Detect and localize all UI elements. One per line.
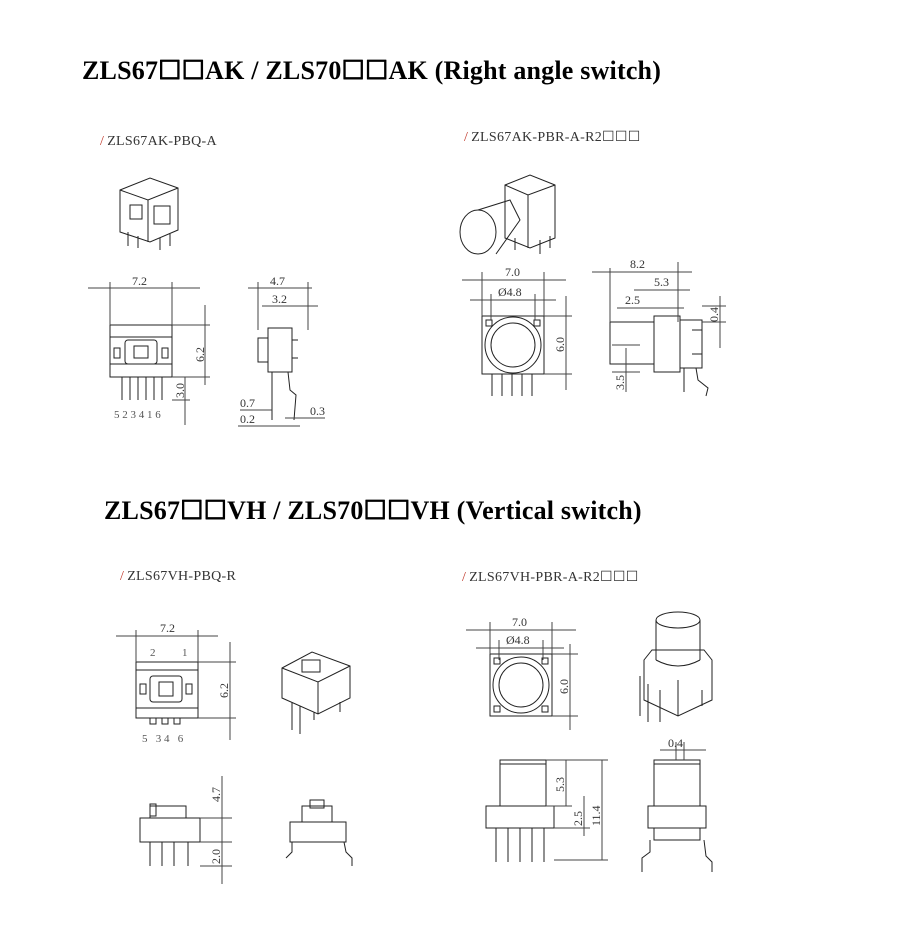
- side-view-vh-small: [139, 803, 201, 866]
- dim-7-0-ak: 7.0: [505, 265, 520, 279]
- model-name: ZLS67AK-PBQ-A: [107, 134, 217, 149]
- iso-view-ak-small: [119, 177, 179, 250]
- side-view-ak-shaft: [609, 315, 709, 397]
- dims-top-vh-small: [116, 630, 236, 740]
- dim-3-0: 3.0: [173, 383, 187, 398]
- iso-view-ak-shaft: [459, 174, 556, 255]
- dims-front-ak-small: [88, 282, 210, 425]
- dim-4-7: 4.7: [270, 274, 285, 288]
- front-view-ak-shaft: [481, 315, 545, 396]
- model-name: ZLS67VH-PBR-A-R2☐☐☐: [469, 570, 639, 585]
- dim-6-0-ak: 6.0: [553, 337, 567, 352]
- iso-view-vh-small: [281, 651, 351, 734]
- pin-numbers-vh: 5 3 4 6: [142, 733, 184, 745]
- model-name: ZLS67AK-PBR-A-R2☐☐☐: [471, 130, 641, 145]
- side-view-ak-small: [257, 327, 298, 421]
- slash-mark: /: [100, 134, 105, 149]
- end-view-vh-small: [285, 799, 353, 866]
- dim-5-3-ak: 5.3: [654, 275, 669, 289]
- model-label-zls67ak-pbr-a-r2: /ZLS67AK-PBR-A-R2☐☐☐: [464, 129, 641, 146]
- dim-6-0-vh: 6.0: [557, 679, 571, 694]
- end-view-vh-shaft: [641, 759, 713, 872]
- dim-7-2: 7.2: [132, 274, 147, 288]
- dim-0-4-ak: 0.4: [707, 307, 721, 322]
- dim-6-2-vh: 6.2: [217, 683, 231, 698]
- dims-side-ak-small: [238, 282, 325, 427]
- model-label-zls67vh-pbr-a-r2: /ZLS67VH-PBR-A-R2☐☐☐: [462, 569, 639, 586]
- model-name: ZLS67VH-PBQ-R: [127, 569, 237, 584]
- iso-view-vh-shaft: [639, 611, 713, 722]
- slash-mark: /: [464, 130, 469, 145]
- top-view-vh-shaft: [489, 653, 553, 717]
- slash-mark: /: [462, 570, 467, 585]
- dims-front-ak-shaft: [462, 272, 572, 390]
- side-view-vh-shaft: [485, 759, 555, 862]
- pin-numbers-ak: 5 2 3 4 1 6: [114, 409, 161, 421]
- dim-11-4: 11.4: [589, 805, 603, 826]
- pin-number-1: 1: [182, 647, 188, 659]
- dim-6-2: 6.2: [193, 347, 207, 362]
- dim-8-2: 8.2: [630, 257, 645, 271]
- dim-7-2-vh: 7.2: [160, 621, 175, 635]
- dim-5-3-vh: 5.3: [553, 777, 567, 792]
- dims-side-vh-shaft: [546, 759, 608, 861]
- front-view-ak-small: [109, 324, 173, 400]
- dim-0-2: 0.2: [240, 412, 255, 426]
- dim-2-0: 2.0: [209, 849, 223, 864]
- dim-2-5-vh: 2.5: [571, 811, 585, 826]
- dim-0-7: 0.7: [240, 396, 255, 410]
- section-title-vertical: ZLS67☐☐VH / ZLS70☐☐VH (Vertical switch): [104, 496, 642, 525]
- dims-side-ak-shaft: [592, 262, 726, 392]
- top-view-vh-small: [135, 661, 199, 725]
- dim-7-0-vh: 7.0: [512, 615, 527, 629]
- dims-top-vh-shaft: [466, 622, 578, 730]
- pin-number-2: 2: [150, 647, 156, 659]
- dims-side-vh-small: [200, 776, 232, 884]
- dim-2-5-ak: 2.5: [625, 293, 640, 307]
- dim-3-5: 3.5: [613, 375, 627, 390]
- dim-0-4-vh: 0.4: [668, 736, 683, 750]
- dims-end-vh-shaft: [660, 742, 706, 760]
- model-label-zls67vh-pbq-r: /ZLS67VH-PBQ-R: [120, 569, 236, 585]
- model-label-zls67ak-pbq-a: /ZLS67AK-PBQ-A: [100, 134, 217, 150]
- dim-phi-4-8-vh: Ø4.8: [506, 633, 530, 647]
- dim-0-3: 0.3: [310, 404, 325, 418]
- dim-4-7-vh: 4.7: [209, 787, 223, 802]
- section-title-right-angle: ZLS67☐☐AK / ZLS70☐☐AK (Right angle switc…: [82, 56, 662, 85]
- dim-3-2: 3.2: [272, 292, 287, 306]
- slash-mark: /: [120, 569, 125, 584]
- dim-phi-4-8-ak: Ø4.8: [498, 285, 522, 299]
